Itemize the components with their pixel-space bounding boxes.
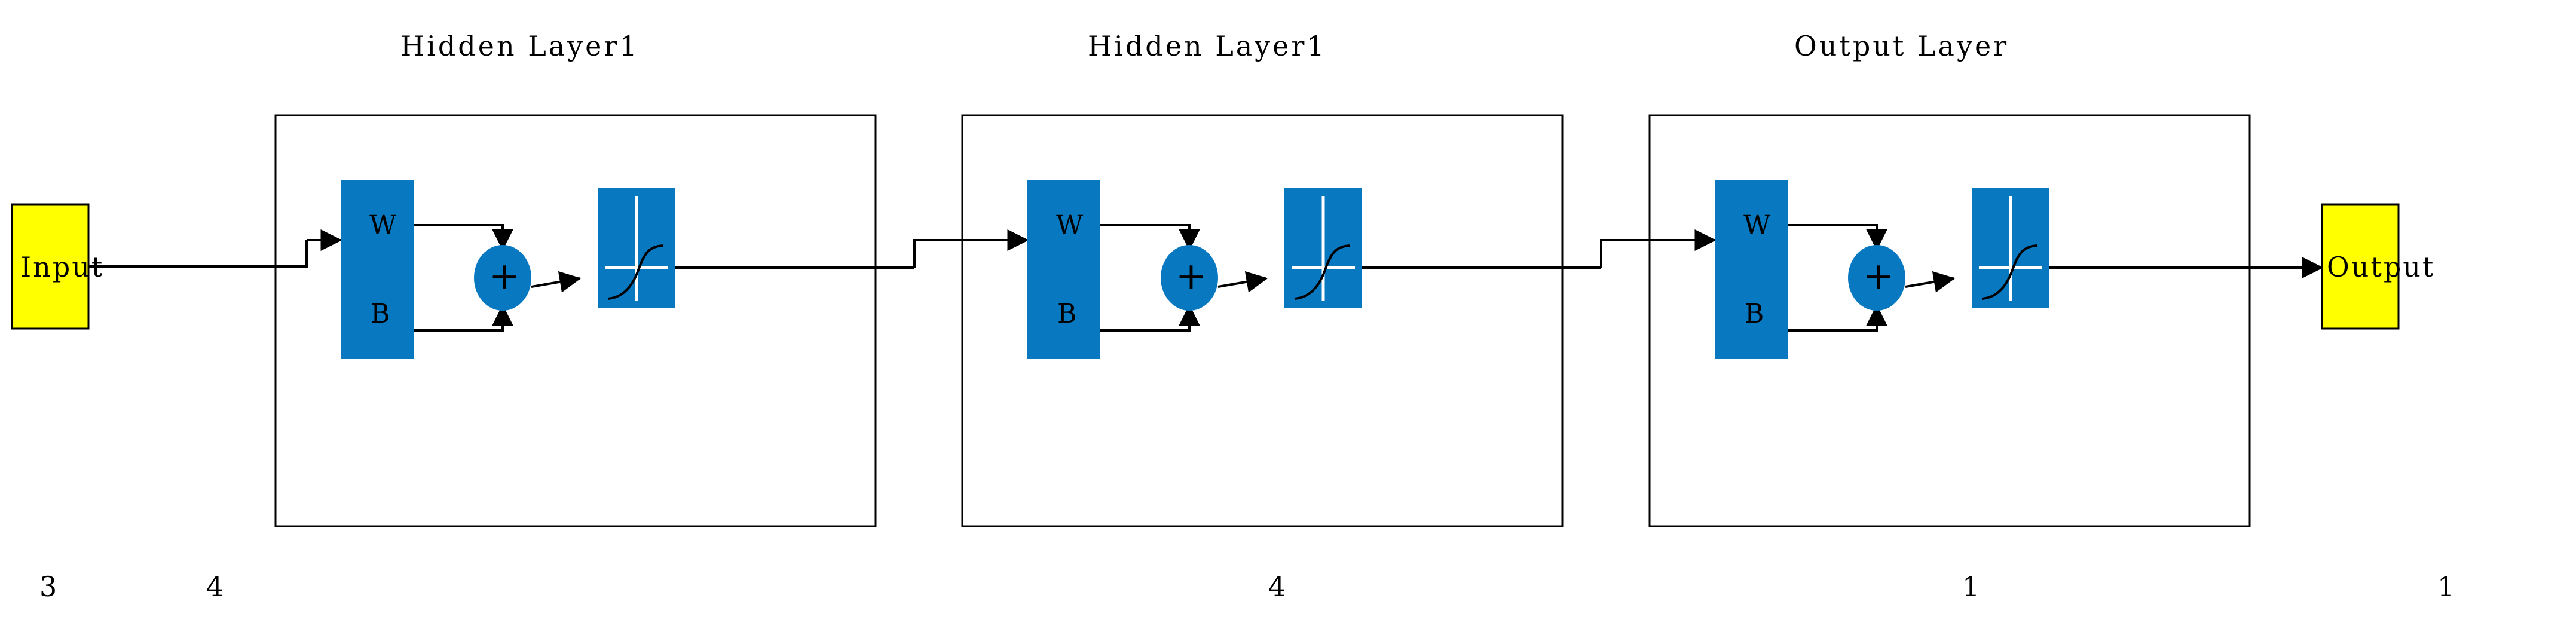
- sum-symbol-2: +: [1176, 254, 1207, 298]
- connector-w-to-sum-2: [1100, 224, 1200, 251]
- weight-label-1: W: [369, 210, 397, 241]
- input-block[interactable]: [11, 203, 90, 330]
- connector-w-to-sum-3: [1788, 224, 1887, 251]
- activation-curve-1: [607, 244, 664, 300]
- layer-title-3: Output Layer: [1794, 30, 2009, 62]
- sum-symbol-1: +: [489, 254, 520, 298]
- count-output: 1: [2437, 571, 2455, 603]
- weight-block-3[interactable]: [1715, 180, 1788, 271]
- weight-label-2: W: [1056, 210, 1084, 241]
- weight-block-2[interactable]: [1027, 180, 1100, 271]
- count-input: 3: [39, 571, 57, 603]
- input-block-label: Input: [20, 251, 105, 283]
- connector-sum-to-activation-3: [1905, 271, 1956, 293]
- count-layer-3: 1: [1962, 571, 1980, 603]
- connector-input-to-layer1: [88, 240, 308, 268]
- weight-block-1[interactable]: [341, 180, 414, 271]
- count-layer-1: 4: [206, 571, 224, 603]
- bias-label-3: B: [1745, 299, 1764, 329]
- count-layer-2: 4: [1268, 571, 1286, 603]
- output-block[interactable]: [2321, 203, 2400, 330]
- bias-block-3[interactable]: [1715, 268, 1788, 359]
- activation-axes-1: [605, 196, 668, 301]
- sum-symbol-3: +: [1863, 254, 1894, 298]
- layer-container-2: [961, 114, 1564, 527]
- activation-axes-3: [1979, 196, 2042, 301]
- bias-block-2[interactable]: [1027, 268, 1100, 359]
- connector-b-to-sum-1: [414, 304, 513, 332]
- sum-node-2[interactable]: [1161, 245, 1218, 311]
- layer-container-3: [1648, 114, 2251, 527]
- connector-w-to-sum-1: [414, 224, 513, 251]
- bias-block-1[interactable]: [341, 268, 414, 359]
- connector-b-to-sum-3: [1788, 304, 1887, 332]
- activation-axes-2: [1292, 196, 1355, 301]
- layer-title-2: Hidden Layer1: [1088, 30, 1327, 62]
- weight-label-3: W: [1743, 210, 1771, 241]
- output-block-label: Output: [2327, 251, 2436, 283]
- activation-curve-3: [1981, 244, 2038, 300]
- bias-label-1: B: [371, 299, 390, 329]
- connector-layer2-to-layer3: [1600, 239, 1681, 268]
- bias-label-2: B: [1057, 299, 1077, 329]
- sum-node-1[interactable]: [474, 245, 531, 311]
- connector-b-to-sum-2: [1100, 304, 1200, 332]
- activation-curve-2: [1294, 244, 1351, 300]
- connector-sum-to-activation-1: [531, 271, 582, 293]
- connector-sum-to-activation-2: [1217, 271, 1268, 293]
- layer-title-1: Hidden Layer1: [400, 30, 640, 62]
- connector-layer1-to-layer2: [913, 239, 993, 268]
- layer-container-1: [274, 114, 877, 527]
- sum-node-3[interactable]: [1848, 245, 1905, 311]
